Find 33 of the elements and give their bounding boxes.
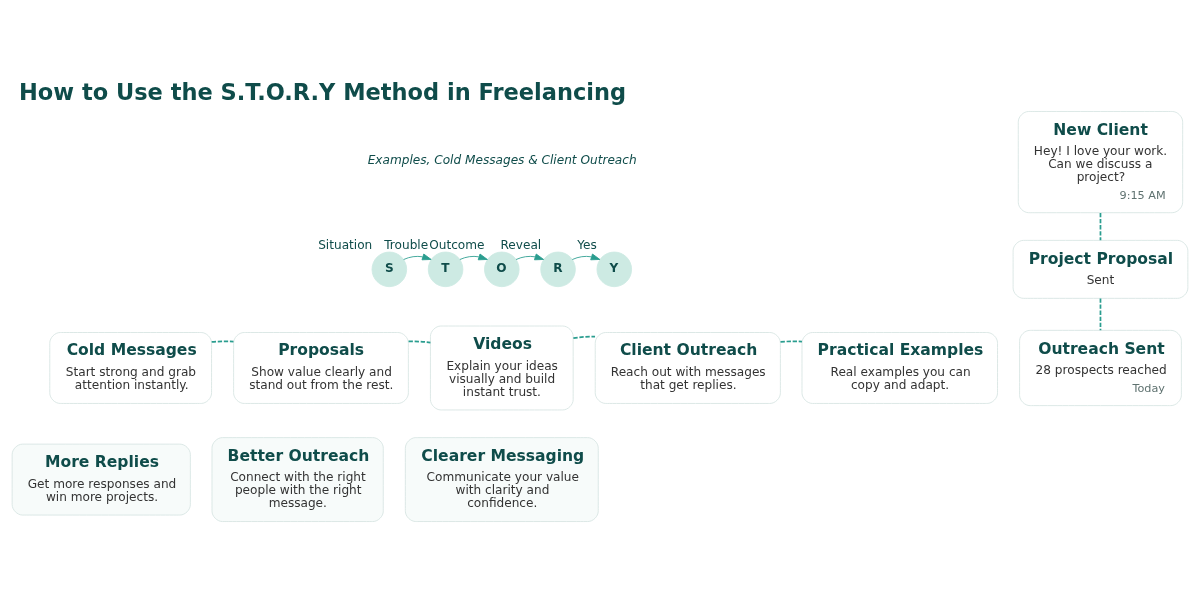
node-label: Reveal [500, 237, 542, 252]
node-box: Videos Explain your ideas visually and build instant trust. [430, 325, 574, 410]
node-circle: R [540, 251, 576, 287]
arrow [459, 253, 488, 260]
node-label: Outcome [429, 237, 485, 252]
node-box: More Replies Get more responses and win more projects. [11, 443, 191, 515]
node-box: Better Outreach Connect with the right people with the right message. [211, 436, 384, 522]
node-box: Proposals Show value clearly and stand out from the rest. [233, 331, 409, 404]
node-label: Situation [318, 237, 373, 252]
connector [210, 340, 235, 343]
node-label: Trouble [384, 237, 429, 252]
node-box: Practical Examples Real examples you can copy and adapt. [801, 331, 998, 404]
node-circle: S [371, 251, 408, 287]
node-circle: T [427, 251, 464, 287]
diagram-title: How to Use the S.T.O.R.Y Method in Freelancing [19, 78, 627, 105]
arrow [515, 253, 545, 260]
connector [572, 335, 596, 339]
connector [779, 340, 803, 343]
label: Examples, Cold Messages & Client Outreach [367, 152, 637, 167]
node-box: Project Proposal Sent [1012, 239, 1189, 299]
arrow [403, 253, 432, 260]
node-box: Cold Messages Start strong and grab attention instantly. [49, 331, 212, 404]
node-box: Client Outreach Reach out with messages that get replies. [594, 331, 781, 404]
node-circle: O [484, 251, 520, 287]
connector [407, 340, 432, 343]
node-box: Outreach Sent 28 prospects reached Today [1019, 329, 1182, 406]
node-label: Yes [577, 237, 597, 252]
arrow [571, 253, 601, 260]
node-box: Clearer Messaging Communicate your value with clarity and confidence. [404, 436, 599, 522]
node-box: New Client Hey! I love your work. Can we discuss a project? 9:15 AM [1017, 110, 1184, 213]
connector [1099, 211, 1102, 241]
node-circle: Y [596, 251, 632, 287]
connector [1099, 297, 1102, 331]
